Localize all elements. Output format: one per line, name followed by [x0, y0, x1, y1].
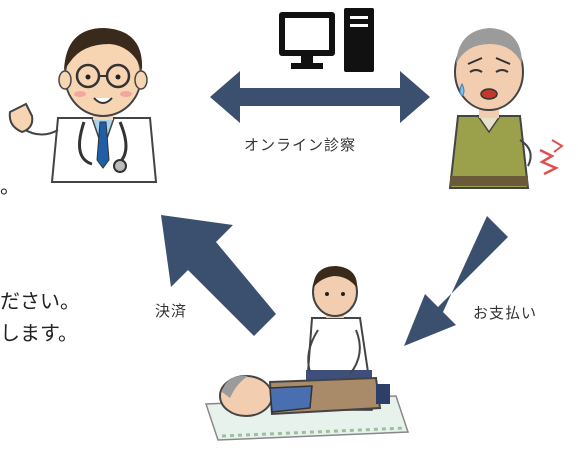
- label-payment: お支払い: [473, 304, 538, 322]
- doctor-illustration: [8, 28, 158, 183]
- computer-icon: [279, 8, 374, 72]
- patient-illustration: [448, 28, 564, 189]
- arrow-payment: [404, 216, 508, 346]
- label-settlement: 決済: [155, 302, 188, 320]
- double-arrow-online: [210, 71, 430, 123]
- massage-therapist-illustration: [204, 266, 410, 441]
- cut-text-line-3: します。: [0, 321, 78, 345]
- arrow-settlement: [161, 215, 276, 336]
- cut-text-line-2: ださい。: [0, 289, 80, 313]
- label-online-consultation: オンライン診察: [244, 136, 357, 154]
- cut-text-line-1: 。: [0, 174, 20, 198]
